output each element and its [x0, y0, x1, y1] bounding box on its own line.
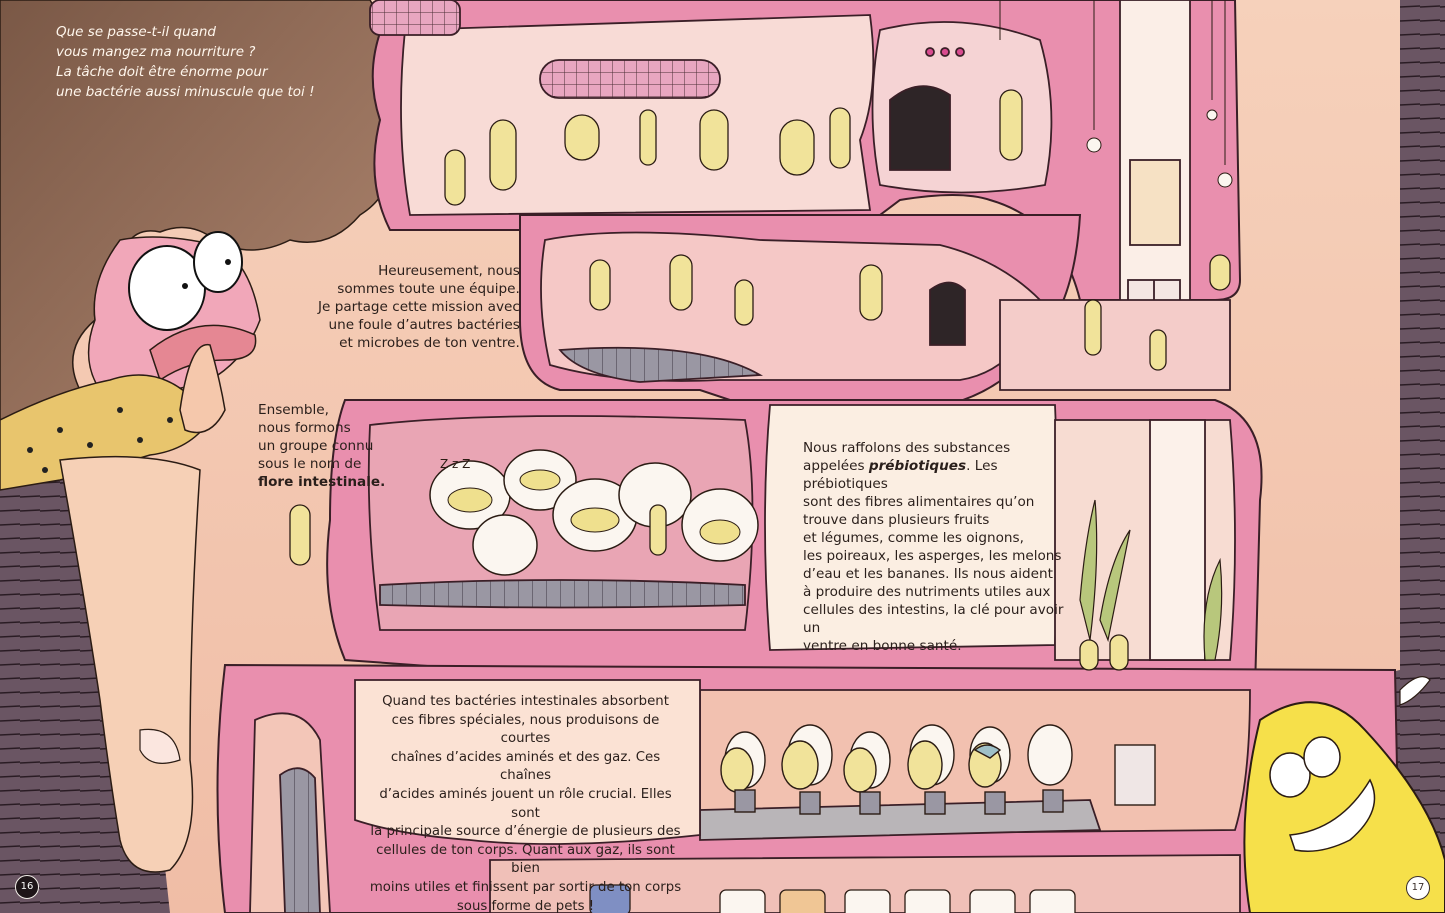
prebiotics-line: sont des fibres alimentaires qu’on	[803, 494, 1035, 510]
fibres-line: ces fibres spéciales, nous produisons de…	[391, 712, 660, 747]
prebiotics-line: d’eau et les bananes. Ils nous aident	[803, 566, 1053, 582]
child-eye-right	[193, 231, 243, 293]
flore-line: sous le nom de	[258, 456, 362, 472]
giant-hand	[59, 455, 201, 873]
fibres-line: d’acides aminés jouent un rôle crucial. …	[379, 786, 672, 821]
prebiotics-line: et légumes, comme les oignons,	[803, 530, 1024, 546]
intro-line: une bactérie aussi minuscule que toi !	[56, 84, 315, 100]
prebiotics-line: Nous raffolons des substances	[803, 440, 1011, 456]
lightbulbs	[999, 0, 1233, 188]
prebiotics-line: appelées prébiotiques. Les prébiotiques	[803, 457, 1073, 493]
bacteria-crowd	[289, 89, 1231, 671]
fibres-line: sous forme de pets !	[456, 898, 595, 913]
intro-line: La tâche doit être énorme pour	[56, 64, 268, 80]
fibres-line: chaînes d’acides aminés et des gaz. Ces …	[390, 749, 661, 784]
flore-term: flore intestinale	[258, 474, 381, 490]
team-line: Je partage cette mission avec	[318, 299, 520, 315]
fibres-text: Quand tes bactéries intestinales absorbe…	[368, 693, 683, 913]
team-text: Heureusement, nous sommes toute une équi…	[318, 262, 520, 352]
flore-term-suffix: .	[380, 474, 386, 490]
fibres-line: Quand tes bactéries intestinales absorbe…	[382, 694, 669, 709]
fibres-line: moins utiles et finissent par sortir de …	[369, 879, 682, 895]
page-number-right: 17	[1406, 876, 1430, 900]
flore-term-line: flore intestinale.	[258, 473, 385, 491]
prebiotics-term: prébiotiques	[868, 458, 967, 474]
prebiotics-line: cellules des intestins, la clé pour avoi…	[803, 602, 1064, 636]
team-line: et microbes de ton ventre.	[339, 335, 520, 351]
room-office	[999, 299, 1231, 391]
jars-row	[589, 884, 1076, 913]
intro-question-text: Que se passe-t-il quand vous mangez ma n…	[56, 22, 315, 102]
plants	[1079, 499, 1223, 661]
flore-line: nous formons	[258, 420, 351, 436]
flore-intestinale-text: Ensemble, nous formons un groupe connu s…	[258, 401, 385, 491]
room-cafeteria	[400, 14, 875, 216]
intro-line: vous mangez ma nourriture ?	[56, 44, 256, 60]
prebiotics-suffix: . Les prébiotiques	[803, 458, 998, 492]
prebiotics-line: les poireaux, les asperges, les melons	[803, 548, 1062, 564]
sleep-zzz: Z z Z	[440, 457, 470, 471]
prebiotics-line: ventre en bonne santé.	[803, 638, 962, 654]
team-line: une foule d’autres bactéries	[328, 317, 520, 333]
room-text-fibres	[354, 679, 701, 845]
team-line: sommes toute une équipe.	[337, 281, 520, 297]
prebiotics-text: Nous raffolons des substances appelées p…	[803, 439, 1073, 655]
intro-line: Que se passe-t-il quand	[56, 24, 216, 40]
flore-line: un groupe connu	[258, 438, 374, 454]
prebiotics-line: à produire des nutriments utiles aux	[803, 584, 1051, 600]
team-line: Heureusement, nous	[378, 263, 520, 279]
fibres-line: la principale source d’énergie de plusie…	[370, 824, 681, 840]
fibres-line: cellules de ton corps. Quant aux gaz, il…	[376, 842, 675, 877]
flore-line: Ensemble,	[258, 402, 329, 418]
prebiotics-prefix: appelées	[803, 458, 869, 474]
prebiotics-line: trouve dans plusieurs fruits	[803, 512, 990, 528]
window-grid	[539, 59, 721, 99]
page-number-left: 16	[15, 875, 39, 899]
